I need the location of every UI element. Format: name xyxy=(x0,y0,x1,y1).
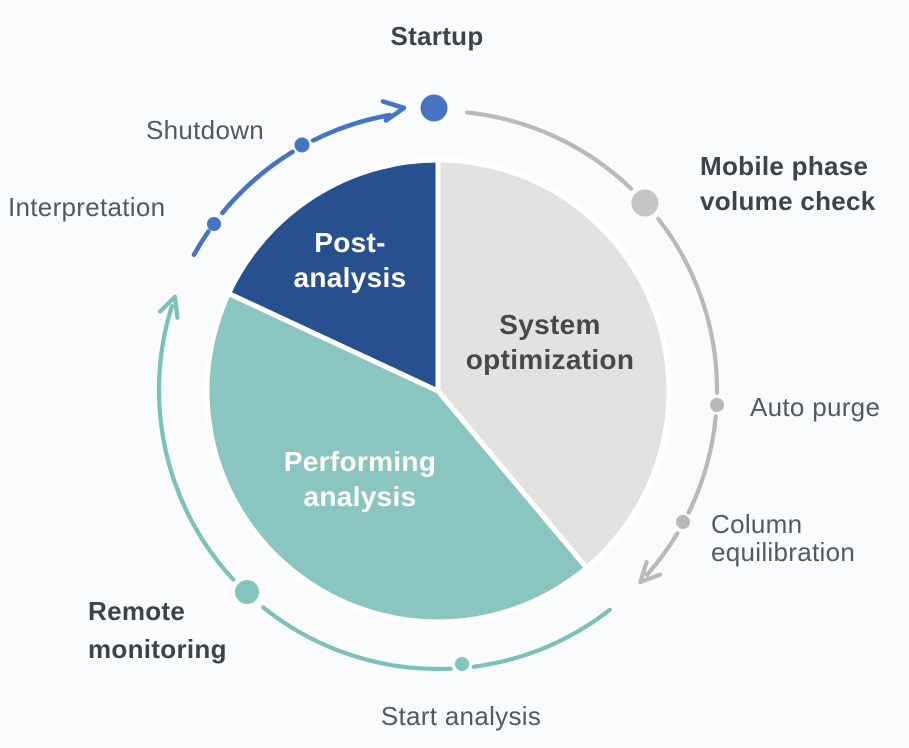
stage-label-auto-purge: Auto purge xyxy=(750,392,881,422)
mobile-phase-marker-dot xyxy=(631,189,659,217)
slice-performing-analysis xyxy=(204,290,589,625)
station-markers xyxy=(207,94,724,671)
arrow-head-gray-icon xyxy=(638,559,663,585)
slice-post-analysis xyxy=(226,157,441,394)
stage-label-mobile-phase-volume-check: Mobile phase volume check xyxy=(700,151,876,216)
start-analysis-marker-dot xyxy=(455,657,469,671)
stage-label-remote-monitoring: Remote monitoring xyxy=(88,596,227,664)
stage-label-start-analysis: Start analysis xyxy=(380,701,542,731)
shutdown-marker-dot xyxy=(294,137,310,153)
arrow-head-blue-icon xyxy=(380,99,407,123)
segment-label-post-analysis: Post- analysis xyxy=(293,227,407,293)
segment-label-system-optimization: System optimization xyxy=(465,309,635,375)
stage-label-interpretation: Interpretation xyxy=(8,192,166,222)
startup-marker-dot xyxy=(420,94,448,122)
segment-label-performing-analysis: Performing analysis xyxy=(283,446,437,512)
stage-label-column-equilibration: Column equilibration xyxy=(711,509,856,567)
auto-purge-marker-dot xyxy=(710,398,724,412)
phase-arc-teal xyxy=(156,294,612,672)
phase-arc-gray xyxy=(465,110,720,585)
stage-label-startup: Startup xyxy=(390,21,484,51)
pie-wheel xyxy=(204,157,672,625)
interpretation-marker-dot xyxy=(207,217,221,231)
column-equilibration-marker-dot xyxy=(676,515,690,529)
stage-label-shutdown: Shutdown xyxy=(146,115,265,145)
remote-monitoring-marker-dot xyxy=(231,576,263,608)
phase-arc-blue xyxy=(191,99,407,257)
arrow-head-teal-icon xyxy=(157,294,180,320)
slice-system-optimization xyxy=(435,157,672,571)
